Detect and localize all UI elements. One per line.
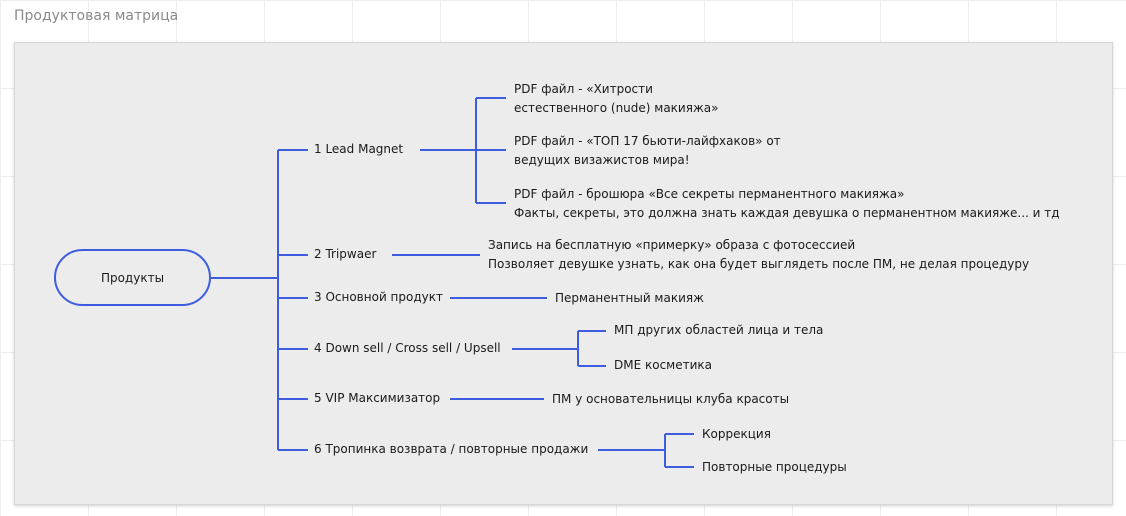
- branch-5-label[interactable]: 5 VIP Максимизатор: [314, 391, 441, 405]
- branch-4-child-1[interactable]: МП других областей лица и тела: [614, 321, 823, 340]
- frame-title: Продуктовая матрица: [14, 8, 179, 24]
- node-text-line: МП других областей лица и тела: [614, 323, 824, 337]
- branch-1-label[interactable]: 1 Lead Magnet: [314, 142, 404, 156]
- branch-1-child-1[interactable]: PDF файл - «Хитрости естественного (nude)…: [514, 80, 718, 118]
- branch-1-child-2[interactable]: PDF файл - «ТОП 17 бьюти-лайфхаков» от ве…: [514, 132, 781, 170]
- node-text-line: Коррекция: [702, 427, 771, 441]
- branch-6-label[interactable]: 6 Тропинка возврата / повторные продажи: [314, 442, 589, 456]
- branch-4-label[interactable]: 4 Down sell / Cross sell / Upsell: [314, 341, 501, 355]
- node-text-line: Факты, секреты, это должна знать каждая …: [514, 206, 1060, 220]
- branch-3-child-1[interactable]: Перманентный макияж: [555, 289, 704, 308]
- node-text-line: PDF файл - брошюра «Все секреты перманен…: [514, 187, 905, 201]
- branch-1-child-3[interactable]: PDF файл - брошюра «Все секреты перманен…: [514, 185, 1060, 223]
- root-node-products[interactable]: Продукты: [54, 249, 211, 306]
- node-text-line: ведущих визажистов мира!: [514, 153, 690, 167]
- node-text-line: естественного (nude) макияжа»: [514, 101, 719, 115]
- branch-4-child-2[interactable]: DME косметика: [614, 356, 712, 375]
- node-text-line: Запись на бесплатную «примерку» образа с…: [488, 238, 856, 252]
- node-text-line: PDF файл - «ТОП 17 бьюти-лайфхаков» от: [514, 134, 781, 148]
- node-text-line: Позволяет девушке узнать, как она будет …: [488, 257, 1030, 271]
- node-text-line: Повторные процедуры: [702, 460, 847, 474]
- branch-2-label[interactable]: 2 Tripwaer: [314, 247, 377, 261]
- node-text-line: DME косметика: [614, 358, 713, 372]
- node-text-line: Перманентный макияж: [555, 291, 704, 305]
- node-text-line: PDF файл - «Хитрости: [514, 82, 653, 96]
- branch-6-child-1[interactable]: Коррекция: [702, 425, 771, 444]
- branch-3-label[interactable]: 3 Основной продукт: [314, 290, 443, 304]
- branch-6-child-2[interactable]: Повторные процедуры: [702, 458, 847, 477]
- node-text-line: ПМ у основательницы клуба красоты: [552, 392, 790, 406]
- branch-2-child-1[interactable]: Запись на бесплатную «примерку» образа с…: [488, 236, 1029, 274]
- branch-5-child-1[interactable]: ПМ у основательницы клуба красоты: [552, 390, 789, 409]
